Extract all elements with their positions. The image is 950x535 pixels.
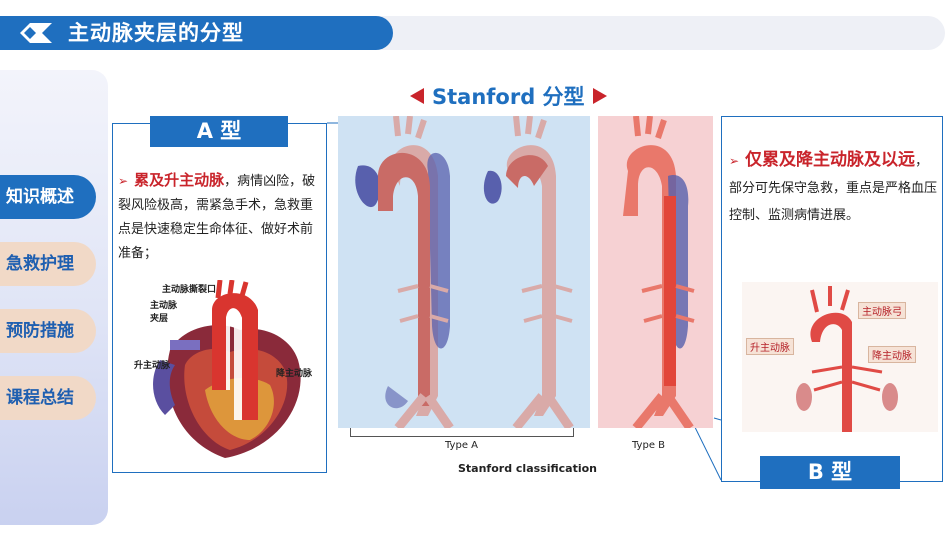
diamond-logo-icon	[20, 23, 52, 43]
sidebar	[0, 70, 108, 525]
type-b-tag: B 型	[760, 456, 900, 489]
triangle-right-icon	[592, 88, 607, 104]
aorta-type-a-2	[483, 116, 574, 428]
type-a-tag: A 型	[150, 116, 288, 147]
type-a-body: ，病情凶险，破裂风险极高，需紧急手术，急救重点是快速稳定生命体征、做好术前准备；	[118, 174, 316, 261]
type-b-label: Type B	[632, 440, 666, 451]
triangle-left-icon	[410, 88, 424, 104]
label-tear: 主动脉撕裂口	[162, 285, 217, 295]
arrow-bullet-icon: ➢	[729, 154, 740, 168]
label-false-lumen: 主动脉 夹层	[150, 301, 178, 324]
label-descending-b: 降主动脉	[868, 346, 916, 363]
aorta-type-a-1	[355, 116, 454, 428]
aorta-type-b	[623, 116, 695, 428]
sidebar-item-summary[interactable]: 课程总结	[0, 376, 96, 420]
heart-aorta-illustration	[130, 280, 320, 460]
type-a-highlight: 累及升主动脉	[134, 171, 225, 189]
type-a-label: Type A	[445, 440, 478, 451]
type-b-description: ➢ 仅累及降主动脉及以远，部分可先保守急救，重点是严格血压控制、监测病情进展。	[729, 147, 939, 229]
sidebar-item-prevention[interactable]: 预防措施	[0, 309, 96, 353]
type-b-body: ，部分可先保守急救，重点是严格血压控制、监测病情进展。	[729, 154, 938, 223]
type-a-description: ➢ 累及升主动脉，病情凶险，破裂风险极高，需紧急手术，急救重点是快速稳定生命体征、…	[118, 168, 323, 266]
label-ascending-b: 升主动脉	[746, 338, 794, 355]
header-bar	[0, 16, 393, 50]
type-a-bracket	[350, 428, 574, 437]
label-descending-a: 降主动脉	[276, 369, 313, 379]
label-ascending-a: 升主动脉	[134, 361, 171, 371]
sidebar-item-overview[interactable]: 知识概述	[0, 175, 96, 219]
stanford-title: Stanford 分型	[432, 85, 585, 109]
stanford-heading: Stanford 分型	[410, 82, 607, 110]
arrow-bullet-icon: ➢	[118, 174, 129, 188]
label-arch: 主动脉弓	[858, 302, 906, 319]
type-b-highlight: 仅累及降主动脉及以远	[745, 150, 916, 170]
page-title: 主动脉夹层的分型	[68, 21, 244, 45]
aorta-diagrams	[355, 116, 695, 428]
sidebar-item-first-aid[interactable]: 急救护理	[0, 242, 96, 286]
figure-caption: Stanford classification	[458, 462, 597, 475]
